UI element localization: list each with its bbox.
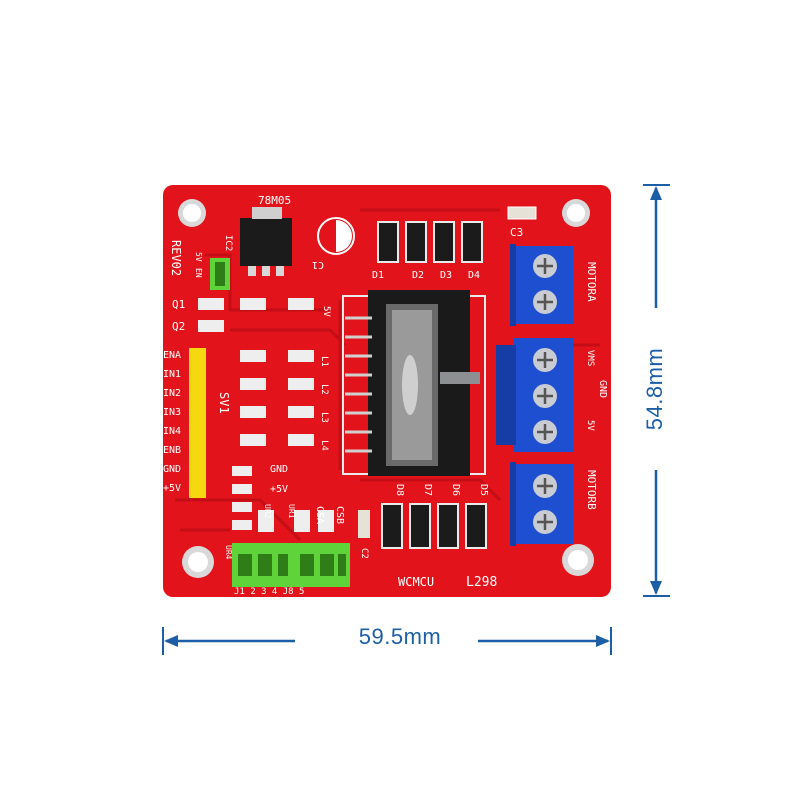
header-pin-labels: ENA IN1 IN2 IN3 IN4 ENB GND +5V: [163, 350, 181, 494]
led-q1: [198, 298, 224, 310]
brand-label: WCMCU: [398, 575, 434, 589]
header-pin-5v: +5V: [163, 483, 181, 494]
terminal-motor-a: [510, 244, 573, 326]
gnd-label: GND: [270, 464, 288, 475]
l1-label: L1: [319, 356, 329, 367]
motor-a-label: MOTORA: [585, 262, 598, 302]
header-pin-in3: IN3: [163, 407, 181, 418]
mounting-hole-top-left: [178, 199, 206, 227]
header-pin-in4: IN4: [163, 426, 181, 437]
height-arrow-top-head: [650, 186, 662, 200]
green-jumpers: [232, 543, 350, 587]
capacitor-c1: [317, 217, 355, 255]
ur2-label: UR2: [263, 504, 272, 519]
chip-pins: [345, 316, 372, 453]
ur4-label: UR4: [224, 545, 233, 560]
d1-label: D1: [372, 270, 384, 281]
width-dimension-label: 59.5mm: [358, 624, 442, 649]
q1-label: Q1: [172, 298, 185, 311]
csa-label: CSA: [314, 506, 325, 524]
d6-label: D6: [450, 484, 461, 496]
width-arrow-left-head: [164, 635, 178, 647]
terminal-power: [496, 338, 573, 452]
header-pin-in2: IN2: [163, 388, 181, 399]
power-5v-label: 5V: [585, 420, 595, 431]
d7-label: D7: [422, 484, 433, 496]
input-header: [189, 348, 206, 498]
heatsink-screw: [440, 372, 480, 384]
regulator-label: 78M05: [258, 194, 291, 207]
csb-label: CSB: [334, 506, 345, 524]
plus5v-label: +5V: [270, 484, 288, 495]
five-v-label: 5V: [194, 252, 203, 262]
d3-label: D3: [440, 270, 452, 281]
d5-label: D5: [478, 484, 489, 496]
q2-label: Q2: [172, 320, 185, 333]
motor-b-label: MOTORB: [585, 470, 598, 510]
en-label: EN: [194, 268, 203, 278]
header-pin-in1: IN1: [163, 369, 181, 380]
mounting-hole-bottom-right: [562, 544, 594, 576]
diode-row-bottom: [381, 503, 487, 549]
mounting-hole-bottom-left: [182, 546, 214, 578]
c2-label: C2: [359, 548, 369, 559]
l2-label: L2: [319, 384, 329, 395]
l298-chip: [342, 290, 486, 476]
voltage-regulator: [240, 207, 292, 276]
chip-label: L298: [466, 575, 497, 590]
header-pin-enb: ENB: [163, 445, 181, 456]
sv1-label: SV1: [217, 392, 231, 414]
ur1-label: UR1: [287, 504, 296, 519]
capacitor-c3: [507, 206, 537, 220]
five-v-resistor-label: 5V: [321, 306, 331, 317]
d4-label: D4: [468, 270, 480, 281]
header-pin-ena: ENA: [163, 350, 181, 361]
diode-row-top: [377, 221, 483, 263]
d2-label: D2: [412, 270, 424, 281]
c3-label: C3: [510, 226, 523, 239]
jumper-labels: J1 2 3 4 J8 5: [234, 587, 304, 597]
vms-label: VMS: [585, 350, 595, 366]
capacitor-c2: [358, 510, 370, 538]
led-q2: [198, 320, 224, 332]
width-dimension: [162, 627, 612, 655]
height-arrow-bottom-head: [650, 581, 662, 595]
l298-driver-board: 78M05 IC2 C1 D1 D2 D3 D4 C3 REV02 5V EN: [163, 185, 611, 597]
width-arrow-right-head: [596, 635, 610, 647]
c1-label: C1: [312, 259, 324, 270]
smd-resistors: [232, 298, 334, 532]
height-dimension-label: 54.8mm: [642, 347, 667, 431]
power-gnd-label: GND: [597, 380, 608, 398]
header-pin-gnd: GND: [163, 464, 181, 475]
mounting-hole-top-right: [562, 199, 590, 227]
height-dimension: [643, 184, 670, 597]
d8-label: D8: [394, 484, 405, 496]
l3-label: L3: [319, 412, 329, 423]
revision-label: REV02: [169, 240, 183, 276]
ic2-label: IC2: [223, 235, 233, 251]
l4-label: L4: [319, 440, 329, 451]
terminal-motor-b: [510, 462, 573, 546]
